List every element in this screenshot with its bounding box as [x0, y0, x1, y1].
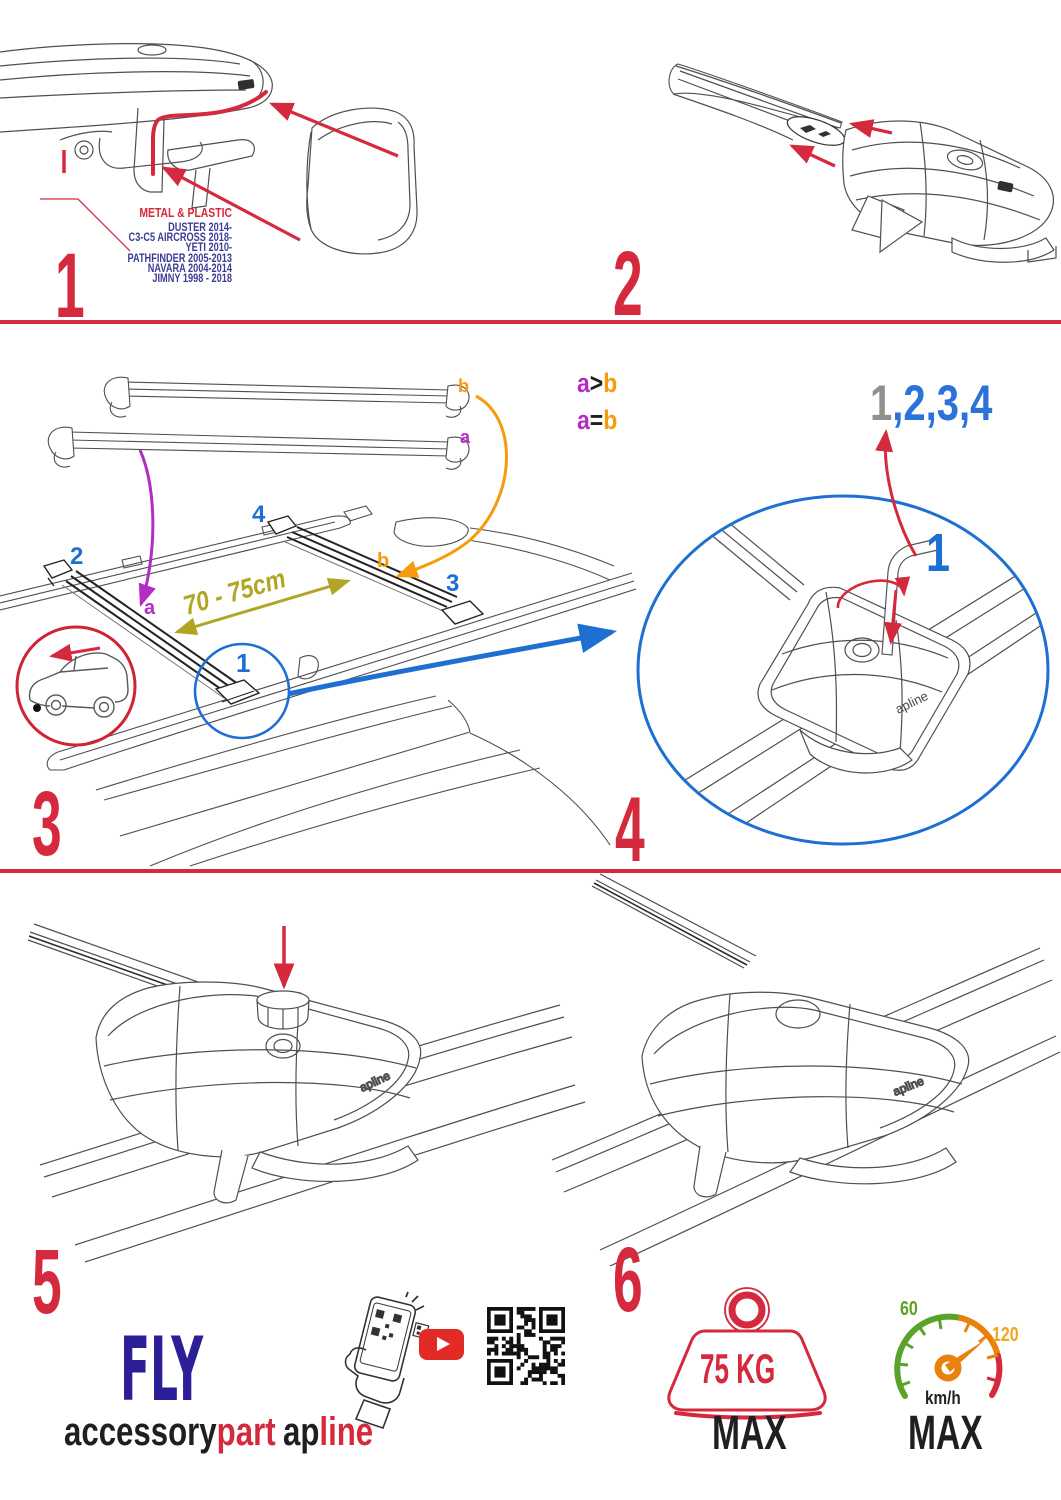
weight-max-label: MAX: [712, 1407, 787, 1460]
step-6-number: 6: [613, 1229, 643, 1331]
speed-high-label: 120: [992, 1324, 1019, 1346]
brand-part: part: [216, 1410, 276, 1454]
step-5-number: 5: [32, 1231, 62, 1333]
material-label: METAL & PLASTIC: [139, 205, 232, 220]
panel4-art: apline: [636, 429, 1050, 846]
panel2-art: [668, 63, 1057, 263]
step-first-label: 1: [926, 523, 951, 583]
step-1-number: 1: [55, 235, 85, 337]
pos-1-label: 1: [236, 648, 251, 678]
brand-accessory: accessory: [64, 1410, 217, 1454]
model-item: DUSTER 2014-: [168, 222, 232, 234]
speed-unit-label: km/h: [925, 1388, 961, 1408]
step-3-number: 3: [32, 773, 62, 875]
sequence-rest: ,2,3,4: [892, 375, 993, 431]
model-item: PATHFINDER 2005-2013: [127, 252, 232, 265]
cond1-op: >: [589, 368, 604, 398]
panel5-art: apline: [27, 923, 586, 1263]
arrow-a-label: a: [144, 597, 156, 619]
condition-2: a=b: [577, 407, 617, 434]
cond1-b: b: [603, 368, 618, 398]
panel1-art: [0, 43, 418, 255]
car-icon: [15, 625, 137, 747]
cond2-b: b: [603, 405, 618, 435]
divider-top: [0, 320, 1061, 324]
panel3-art: [0, 376, 637, 867]
panel1-red-marks: [40, 90, 399, 252]
panel3-crossbars: [42, 515, 485, 705]
cond2-a: a: [577, 405, 590, 435]
step-4-number: 4: [615, 779, 645, 881]
condition-1: a>b: [577, 370, 617, 397]
sequence-first: 1: [870, 375, 893, 431]
model-item: C3-C5 AIRCROSS 2018-: [128, 232, 232, 245]
arrow-b-label: b: [377, 550, 390, 572]
speedometer-icon: [894, 1313, 1003, 1399]
brand-apline: apline: [283, 1412, 373, 1452]
model-list: DUSTER 2014-C3-C5 AIRCROSS 2018-YETI 201…: [46, 222, 232, 286]
panel3-annotations: [138, 394, 617, 740]
weight-icon: [667, 1287, 827, 1420]
qr-code-icon: [487, 1307, 565, 1385]
brand-accessorypart: accessorypart: [64, 1412, 276, 1452]
step-2-number: 2: [613, 233, 643, 335]
pos-2-label: 2: [70, 543, 84, 570]
bar-b-label: b: [458, 376, 469, 396]
model-item: NAVARA 2004-2014: [147, 262, 232, 275]
pos-3-label: 3: [446, 570, 460, 597]
divider-bottom: [0, 869, 1061, 873]
speed-max-label: MAX: [908, 1407, 983, 1460]
model-item: JIMNY 1998 - 2018: [152, 273, 232, 286]
brand-ap: ap: [283, 1410, 320, 1454]
speed-low-label: 60: [900, 1298, 918, 1320]
youtube-play-triangle: [437, 1337, 450, 1351]
bar-a-label: a: [460, 427, 471, 447]
panel2-red-arrows: [789, 119, 893, 168]
brand-fly: FLY: [120, 1318, 204, 1421]
weight-value: 75 KG: [700, 1345, 776, 1392]
model-item: YETI 2010-: [185, 242, 232, 255]
phone-scan-icon: [344, 1291, 430, 1430]
cond1-a: a: [577, 368, 590, 398]
brand-line: line: [319, 1410, 374, 1454]
cond2-op: =: [589, 405, 604, 435]
pos-4-label: 4: [252, 501, 266, 528]
panel6-art: apline: [551, 873, 1061, 1267]
